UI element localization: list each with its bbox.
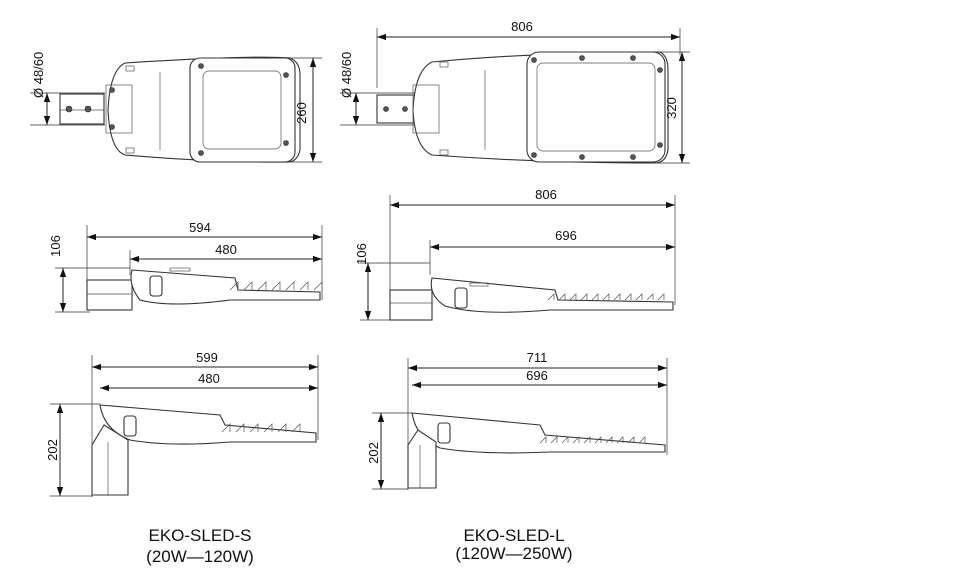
l-mount-body-length: 696	[526, 368, 548, 383]
s-mount-view: 599 480 202	[45, 350, 319, 497]
s-mount-body-length: 480	[198, 371, 220, 386]
s-side-height: 106	[48, 235, 63, 257]
l-top-diameter-label: Ø 48/60	[339, 52, 354, 98]
l-model-power: (120W—250W)	[455, 544, 572, 563]
s-side-body-length: 480	[215, 242, 237, 257]
l-top-view: 806 Ø 48/60 320	[339, 19, 690, 164]
s-mount-height: 202	[45, 439, 60, 461]
l-mount-overall-length: 711	[527, 350, 548, 365]
s-side-overall-length: 594	[189, 220, 211, 235]
s-model-power: (20W—120W)	[146, 547, 254, 566]
l-top-width-label: 320	[664, 97, 679, 119]
l-mount-height: 202	[366, 442, 381, 464]
s-top-diameter-label: Ø 48/60	[31, 52, 46, 98]
l-side-view: 806 696 106	[354, 187, 676, 321]
l-side-overall-length: 806	[535, 187, 557, 202]
s-side-view: 594 480 106	[48, 220, 323, 313]
l-side-body-length: 696	[555, 228, 577, 243]
l-mount-view: 711 696 202	[366, 350, 668, 490]
s-top-width-label: 260	[294, 102, 309, 124]
l-side-height: 106	[354, 243, 369, 265]
s-model-name: EKO-SLED-S	[149, 526, 252, 545]
l-model-name: EKO-SLED-L	[463, 526, 564, 545]
l-top-overall-length: 806	[511, 19, 533, 34]
s-mount-overall-length: 599	[196, 350, 218, 365]
s-top-view: Ø 48/60 260	[30, 52, 322, 163]
